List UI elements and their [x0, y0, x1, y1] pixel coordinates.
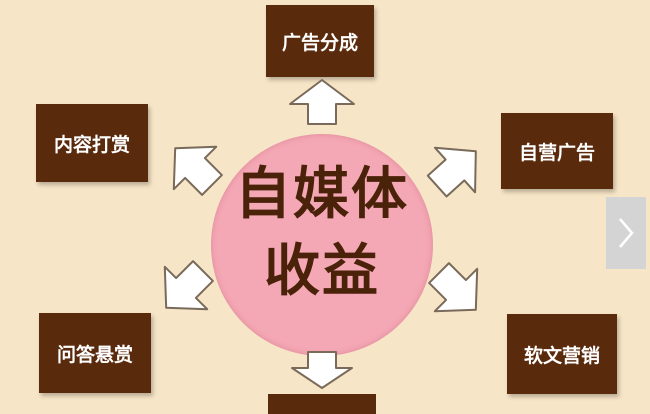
arrow-down-left-icon	[163, 260, 214, 311]
node-bottom-right: 软文营销	[507, 314, 617, 394]
node-top-right-label: 自营广告	[518, 141, 595, 164]
center-title-line1: 自媒体	[235, 162, 409, 227]
node-top-label: 广告分成	[281, 31, 358, 54]
arrow-up-icon	[289, 79, 355, 125]
arrow-up-left-icon	[172, 145, 223, 196]
center-title-line2: 收益	[264, 239, 380, 304]
node-top-right: 自营广告	[501, 113, 613, 189]
center-circle	[211, 134, 433, 356]
node-bottom-right-label: 软文营销	[523, 344, 600, 367]
node-top-left: 内容打赏	[36, 104, 148, 182]
node-bottom-left: 问答悬赏	[39, 313, 151, 393]
arrow-down-icon	[291, 351, 353, 389]
node-top: 广告分成	[266, 5, 374, 77]
next-slide-button[interactable]	[606, 197, 646, 269]
node-bottom-left-label: 问答悬赏	[56, 343, 133, 366]
chevron-right-icon	[619, 218, 634, 248]
arrow-up-right-icon	[426, 146, 477, 198]
arrow-down-right-icon	[428, 262, 479, 313]
node-top-left-label: 内容打赏	[53, 133, 130, 156]
